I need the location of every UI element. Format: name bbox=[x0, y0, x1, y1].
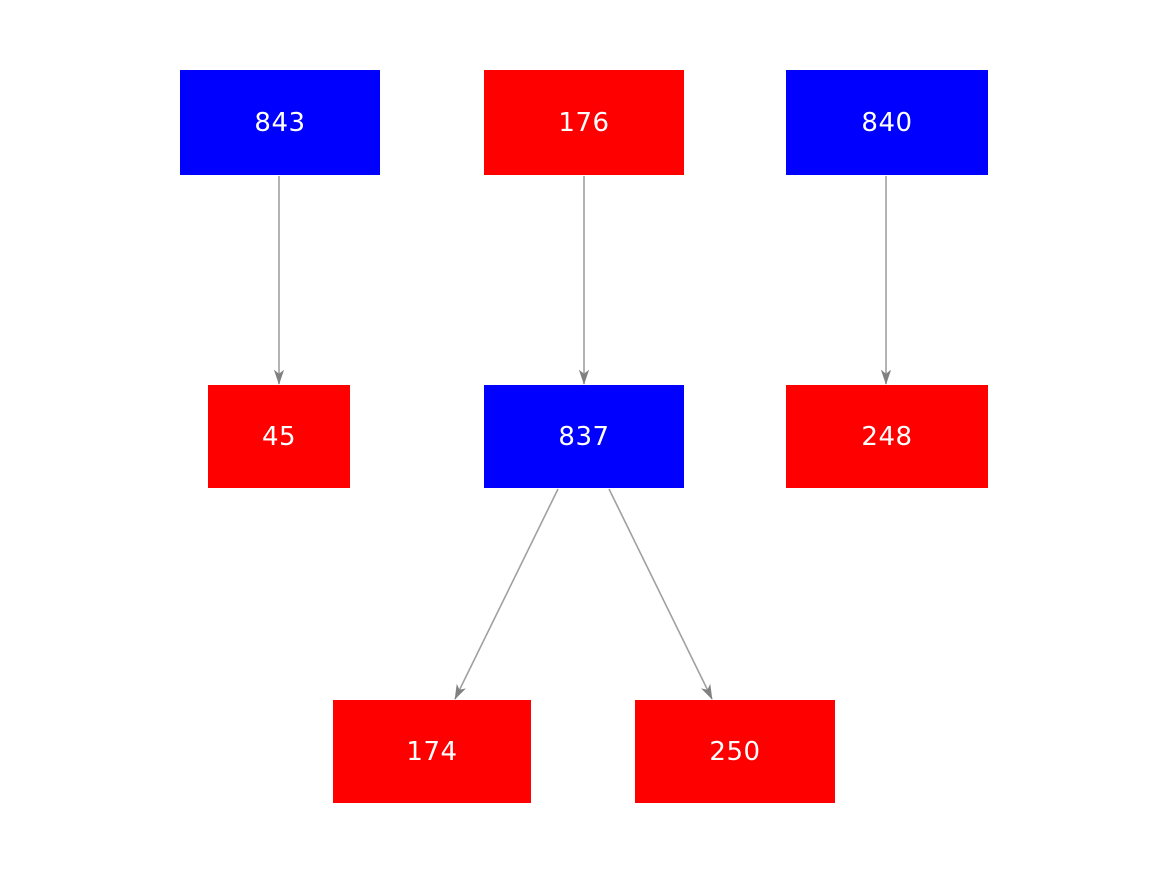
graph-node-label: 843 bbox=[254, 107, 306, 138]
graph-node-label: 248 bbox=[861, 421, 913, 452]
graph-edge-837-to-250 bbox=[608, 488, 713, 700]
graph-node-248[interactable]: 248 bbox=[786, 385, 988, 488]
graph-node-250[interactable]: 250 bbox=[635, 700, 835, 803]
graph-node-label: 45 bbox=[261, 421, 297, 452]
graph-node-label: 176 bbox=[558, 107, 610, 138]
graph-node-176[interactable]: 176 bbox=[484, 70, 684, 175]
graph-node-840[interactable]: 840 bbox=[786, 70, 988, 175]
graph-node-label: 174 bbox=[406, 736, 458, 767]
graph-edge-837-to-174 bbox=[454, 488, 559, 700]
graph-node-label: 837 bbox=[558, 421, 610, 452]
graph-node-843[interactable]: 843 bbox=[180, 70, 380, 175]
graph-node-45[interactable]: 45 bbox=[208, 385, 350, 488]
graph-node-174[interactable]: 174 bbox=[333, 700, 531, 803]
graph-node-label: 250 bbox=[709, 736, 761, 767]
graph-node-837[interactable]: 837 bbox=[484, 385, 684, 488]
graph-node-label: 840 bbox=[861, 107, 913, 138]
